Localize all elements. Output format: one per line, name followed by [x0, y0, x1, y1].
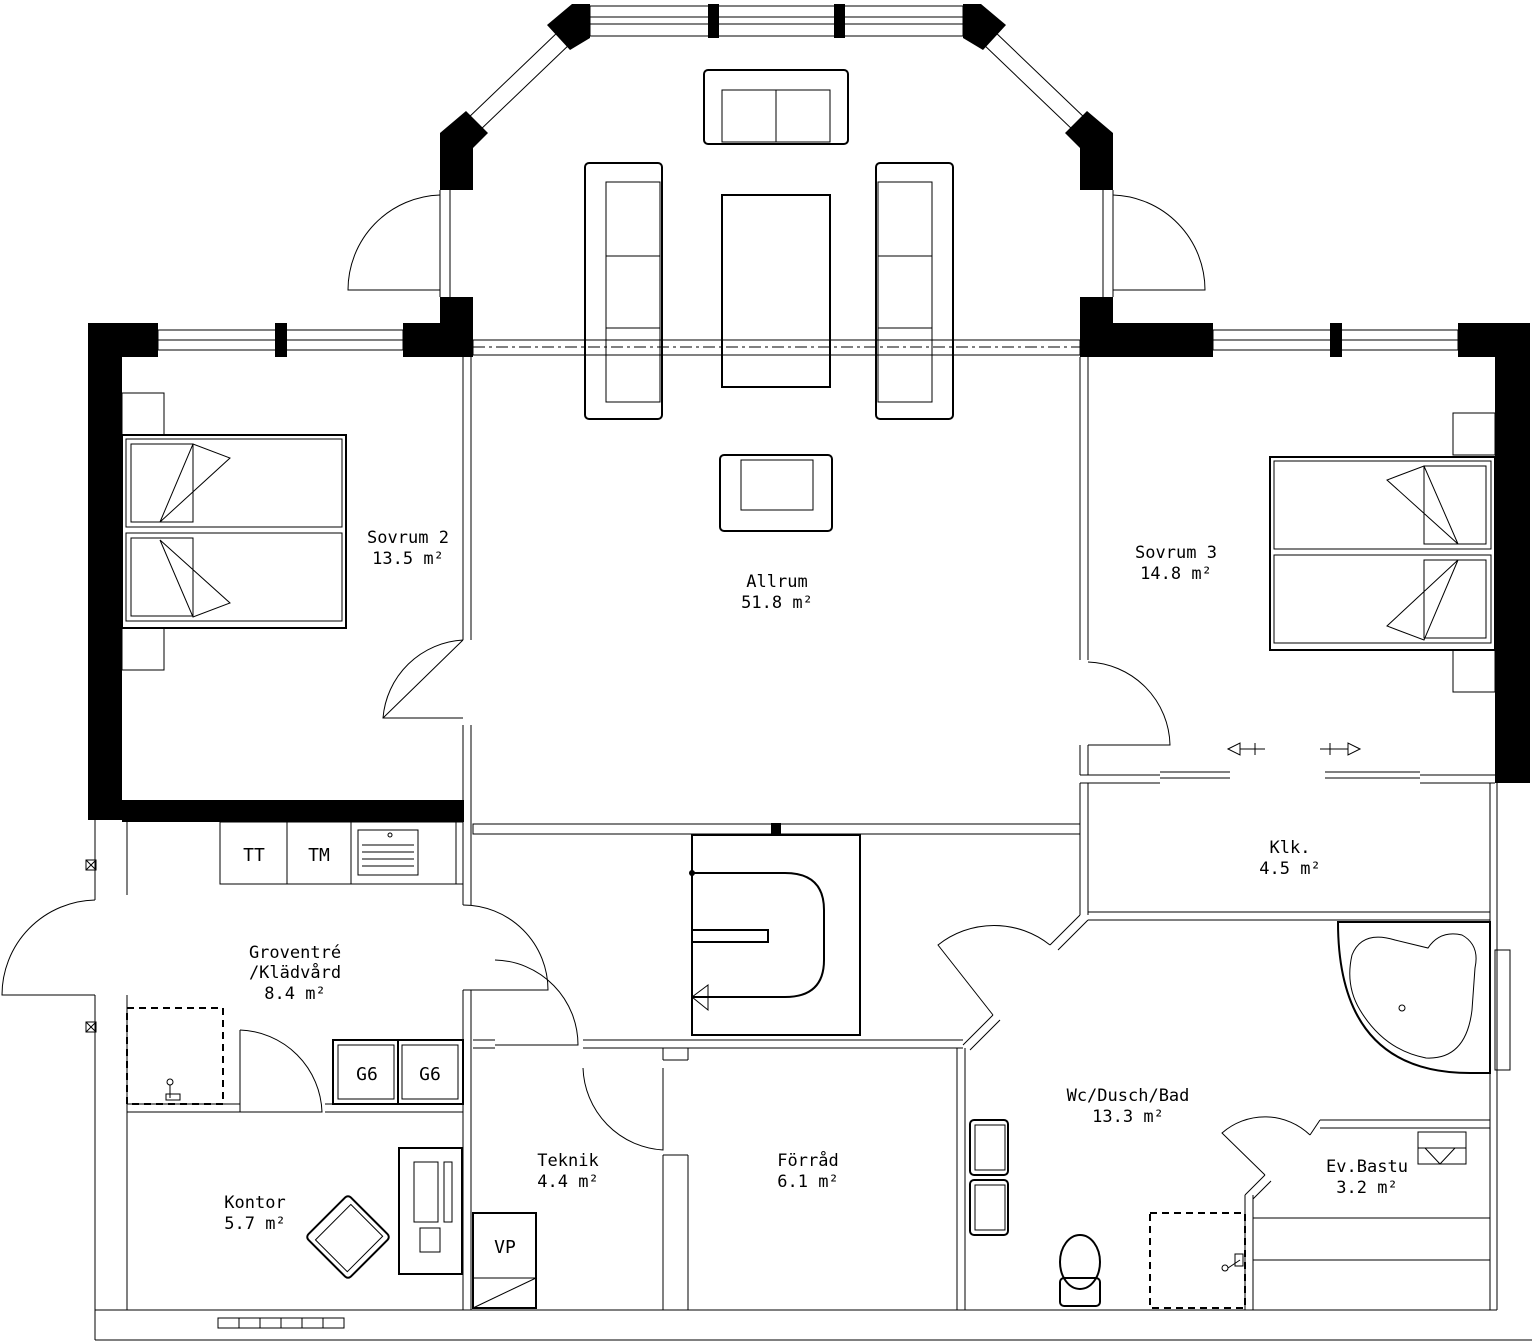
doors: [1, 194, 1420, 1176]
room-area-bastu: 3.2 m²: [1336, 1178, 1397, 1198]
room-name-sovrum2: Sovrum 2: [367, 528, 449, 548]
room-area-klk: 4.5 m²: [1259, 859, 1320, 879]
heat-pump-label: VP: [494, 1237, 516, 1258]
appliance-labels: TT TM G6 G6 VP: [243, 845, 516, 1258]
room-name-kontor: Kontor: [224, 1193, 285, 1213]
room-name-sovrum3: Sovrum 3: [1135, 543, 1217, 563]
room-name-bastu: Ev.Bastu: [1326, 1157, 1408, 1177]
cabinet-g6-right-label: G6: [419, 1064, 441, 1085]
room-area-allrum: 51.8 m²: [741, 593, 813, 613]
room-name-teknik: Teknik: [537, 1151, 598, 1171]
room-area-teknik: 4.4 m²: [537, 1172, 598, 1192]
tumble-dryer-label: TT: [243, 845, 265, 866]
washing-machine-label: TM: [308, 845, 330, 866]
room-name-klk: Klk.: [1270, 838, 1311, 858]
room-area-sovrum3: 14.8 m²: [1140, 564, 1212, 584]
room-labels: Sovrum 2 13.5 m² Allrum 51.8 m² Sovrum 3…: [224, 528, 1408, 1234]
room-name-allrum: Allrum: [746, 572, 807, 592]
room-name-wc: Wc/Dusch/Bad: [1067, 1086, 1190, 1106]
room-name-groventre: Groventré: [249, 943, 341, 963]
room-area-sovrum2: 13.5 m²: [372, 549, 444, 569]
furniture: [121, 69, 1496, 1309]
exterior-walls: [88, 4, 1530, 822]
room-area-kontor: 5.7 m²: [224, 1214, 285, 1234]
cabinet-g6-left-label: G6: [356, 1064, 378, 1085]
room-area-forrad: 6.1 m²: [777, 1172, 838, 1192]
room-area-groventre: 8.4 m²: [264, 984, 325, 1004]
room-name-forrad: Förråd: [777, 1150, 838, 1171]
room-name2-groventre: /Klädvård: [249, 962, 341, 983]
interior-walls: [94, 190, 1532, 1341]
windows: [157, 5, 1511, 1329]
room-area-wc: 13.3 m²: [1092, 1107, 1164, 1127]
